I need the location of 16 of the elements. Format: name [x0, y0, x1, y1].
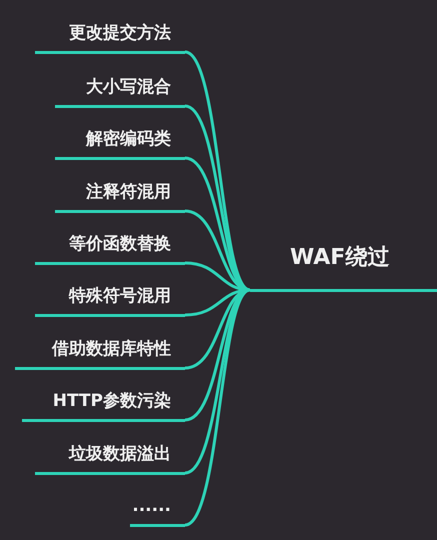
- branch-line: [184, 210, 250, 292]
- branch-topic: HTTP参数污染: [22, 386, 185, 422]
- branch-topic: 大小写混合: [55, 72, 185, 108]
- branch-topic: 更改提交方法: [35, 18, 185, 54]
- branch-line: [184, 104, 251, 292]
- branch-line: [184, 156, 251, 292]
- branch-topic: 借助数据库特性: [15, 334, 185, 370]
- branch-topic: ......: [130, 491, 185, 527]
- branch-line: [184, 288, 251, 526]
- branch-topic: 解密编码类: [55, 124, 185, 160]
- branch-topic: 特殊符号混用: [35, 281, 185, 317]
- branch-topic: 等价函数替换: [35, 229, 185, 265]
- branch-line: [184, 288, 250, 370]
- branch-topic: 垃圾数据溢出: [35, 439, 185, 475]
- central-topic: WAF绕过: [250, 230, 437, 292]
- branch-topic: 注释符混用: [55, 177, 185, 213]
